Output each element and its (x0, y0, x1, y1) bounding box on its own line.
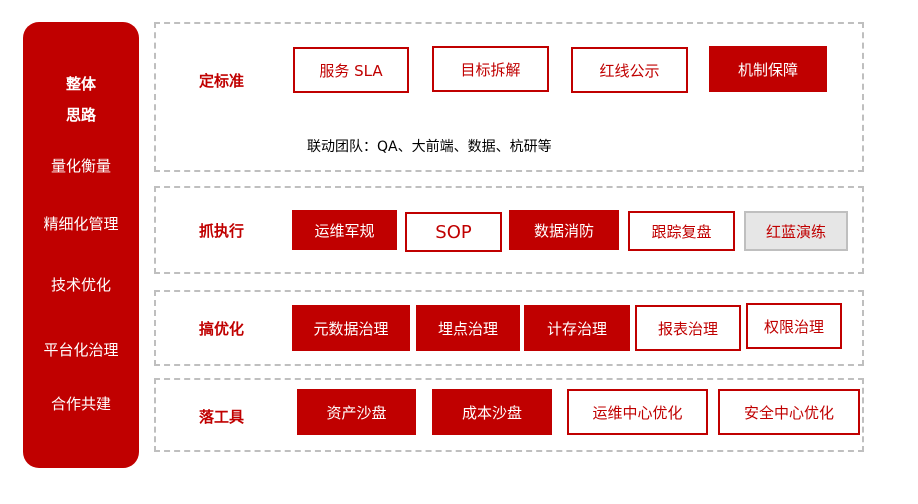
box-sop: SOP (405, 212, 502, 252)
sidebar-title-line1: 整体 (65, 75, 96, 93)
panel-optimization (154, 290, 864, 366)
row-label-set-standards: 定标准 (199, 72, 245, 90)
row-label-execution: 抓执行 (199, 222, 245, 240)
box-tracking-review: 跟踪复盘 (628, 211, 735, 251)
box-red-blue-drill: 红蓝演练 (744, 211, 848, 251)
box-metadata-governance: 元数据治理 (292, 305, 410, 351)
box-service-sla: 服务 SLA (293, 47, 409, 93)
box-data-firefighting: 数据消防 (509, 210, 619, 250)
sidebar-item-platform-governance: 平台化治理 (43, 341, 119, 359)
box-mechanism-guarantee: 机制保障 (709, 46, 827, 92)
panel-execution (154, 186, 864, 274)
box-redline-publish: 红线公示 (571, 47, 688, 93)
box-cost-sandbox: 成本沙盘 (432, 389, 552, 435)
box-permission-governance: 权限治理 (746, 303, 842, 349)
sidebar-item-quantify: 量化衡量 (50, 157, 111, 175)
box-ops-center-optimization: 运维中心优化 (567, 389, 708, 435)
box-tracking-point-governance: 埋点治理 (416, 305, 520, 351)
box-ops-rules: 运维军规 (292, 210, 397, 250)
sidebar-item-cooperation: 合作共建 (50, 395, 111, 413)
row-label-tools: 落工具 (199, 408, 245, 426)
linked-teams-note: 联动团队：QA、大前端、数据、杭研等 (307, 139, 552, 155)
sidebar-overall-approach: 整体 思路 量化衡量 精细化管理 技术优化 平台化治理 合作共建 (23, 22, 139, 468)
sidebar-item-refined-management: 精细化管理 (43, 215, 119, 233)
box-compute-storage-governance: 计存治理 (524, 305, 630, 351)
sidebar-item-tech-optimization: 技术优化 (50, 276, 111, 294)
box-goal-breakdown: 目标拆解 (432, 46, 549, 92)
box-asset-sandbox: 资产沙盘 (297, 389, 416, 435)
row-label-optimization: 搞优化 (199, 320, 245, 338)
sidebar-title-line2: 思路 (65, 106, 96, 124)
box-security-center-optimization: 安全中心优化 (718, 389, 860, 435)
panel-tools (154, 378, 864, 452)
panel-set-standards (154, 22, 864, 172)
box-report-governance: 报表治理 (635, 305, 741, 351)
